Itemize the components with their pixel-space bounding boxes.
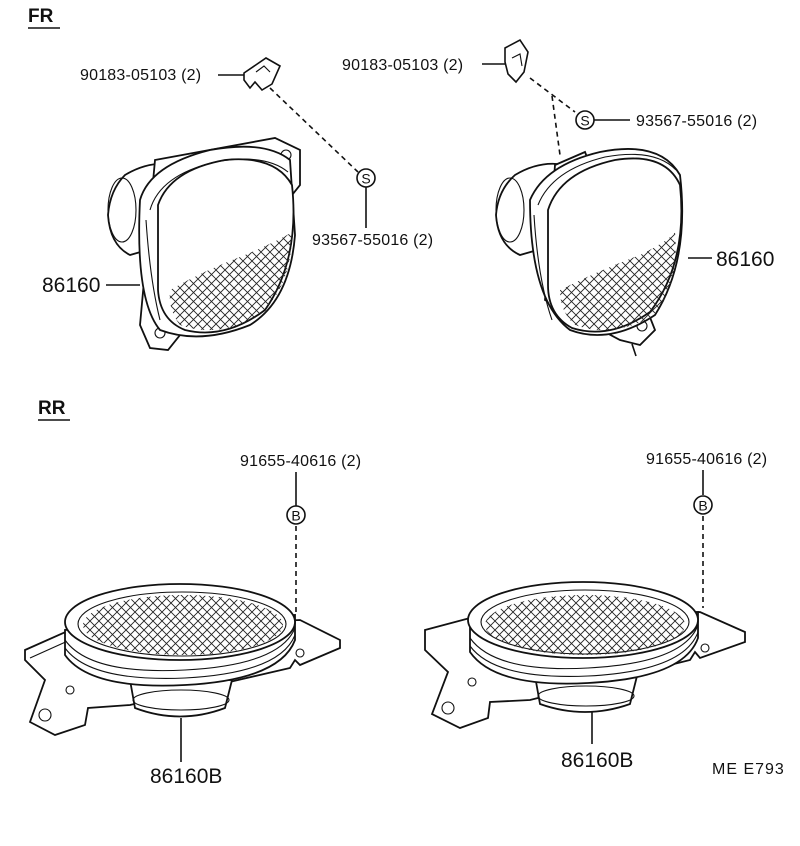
svg-text:86160: 86160 <box>716 248 774 271</box>
svg-text:B: B <box>291 508 300 524</box>
part-number-screw-right: 93567-55016 (2) <box>636 113 757 130</box>
label-front-speaker-right: 86160 <box>688 248 774 271</box>
screw-callout-right-icon: S <box>575 110 595 130</box>
svg-text:FR: FR <box>28 6 54 27</box>
svg-text:S: S <box>580 113 589 129</box>
svg-text:RR: RR <box>38 398 66 419</box>
label-front-speaker-left: 86160 <box>42 274 140 297</box>
part-number-bolt-left: 91655-40616 (2) <box>240 453 361 470</box>
label-rear-speaker-right: 86160B <box>561 712 633 772</box>
svg-text:B: B <box>698 498 707 514</box>
screw-callout-left-icon: S <box>356 168 376 188</box>
part-number-clip-left: 90183-05103 (2) <box>80 67 201 84</box>
label-rear-speaker-left: 86160B <box>150 718 222 788</box>
diagram-code: ME E793 <box>712 761 785 778</box>
rear-speaker-right-drawing <box>424 581 746 729</box>
svg-text:86160: 86160 <box>42 274 100 297</box>
part-number-screw-left: 93567-55016 (2) <box>312 232 433 249</box>
bolt-callout-right-icon: B <box>693 495 713 515</box>
section-label-rear: RR <box>38 398 70 421</box>
clip-right-icon <box>504 38 529 84</box>
front-speaker-right-drawing <box>495 148 684 357</box>
section-label-front: FR <box>28 6 60 29</box>
svg-text:86160B: 86160B <box>561 749 633 772</box>
svg-text:86160B: 86160B <box>150 765 222 788</box>
svg-text:S: S <box>361 171 370 187</box>
part-number-bolt-right: 91655-40616 (2) <box>646 451 767 468</box>
front-speaker-left-drawing <box>107 137 301 351</box>
rear-speaker-left-drawing <box>24 583 341 736</box>
bolt-callout-left-icon: B <box>286 505 306 525</box>
clip-left-icon <box>243 57 282 92</box>
part-number-clip-right: 90183-05103 (2) <box>342 57 463 74</box>
